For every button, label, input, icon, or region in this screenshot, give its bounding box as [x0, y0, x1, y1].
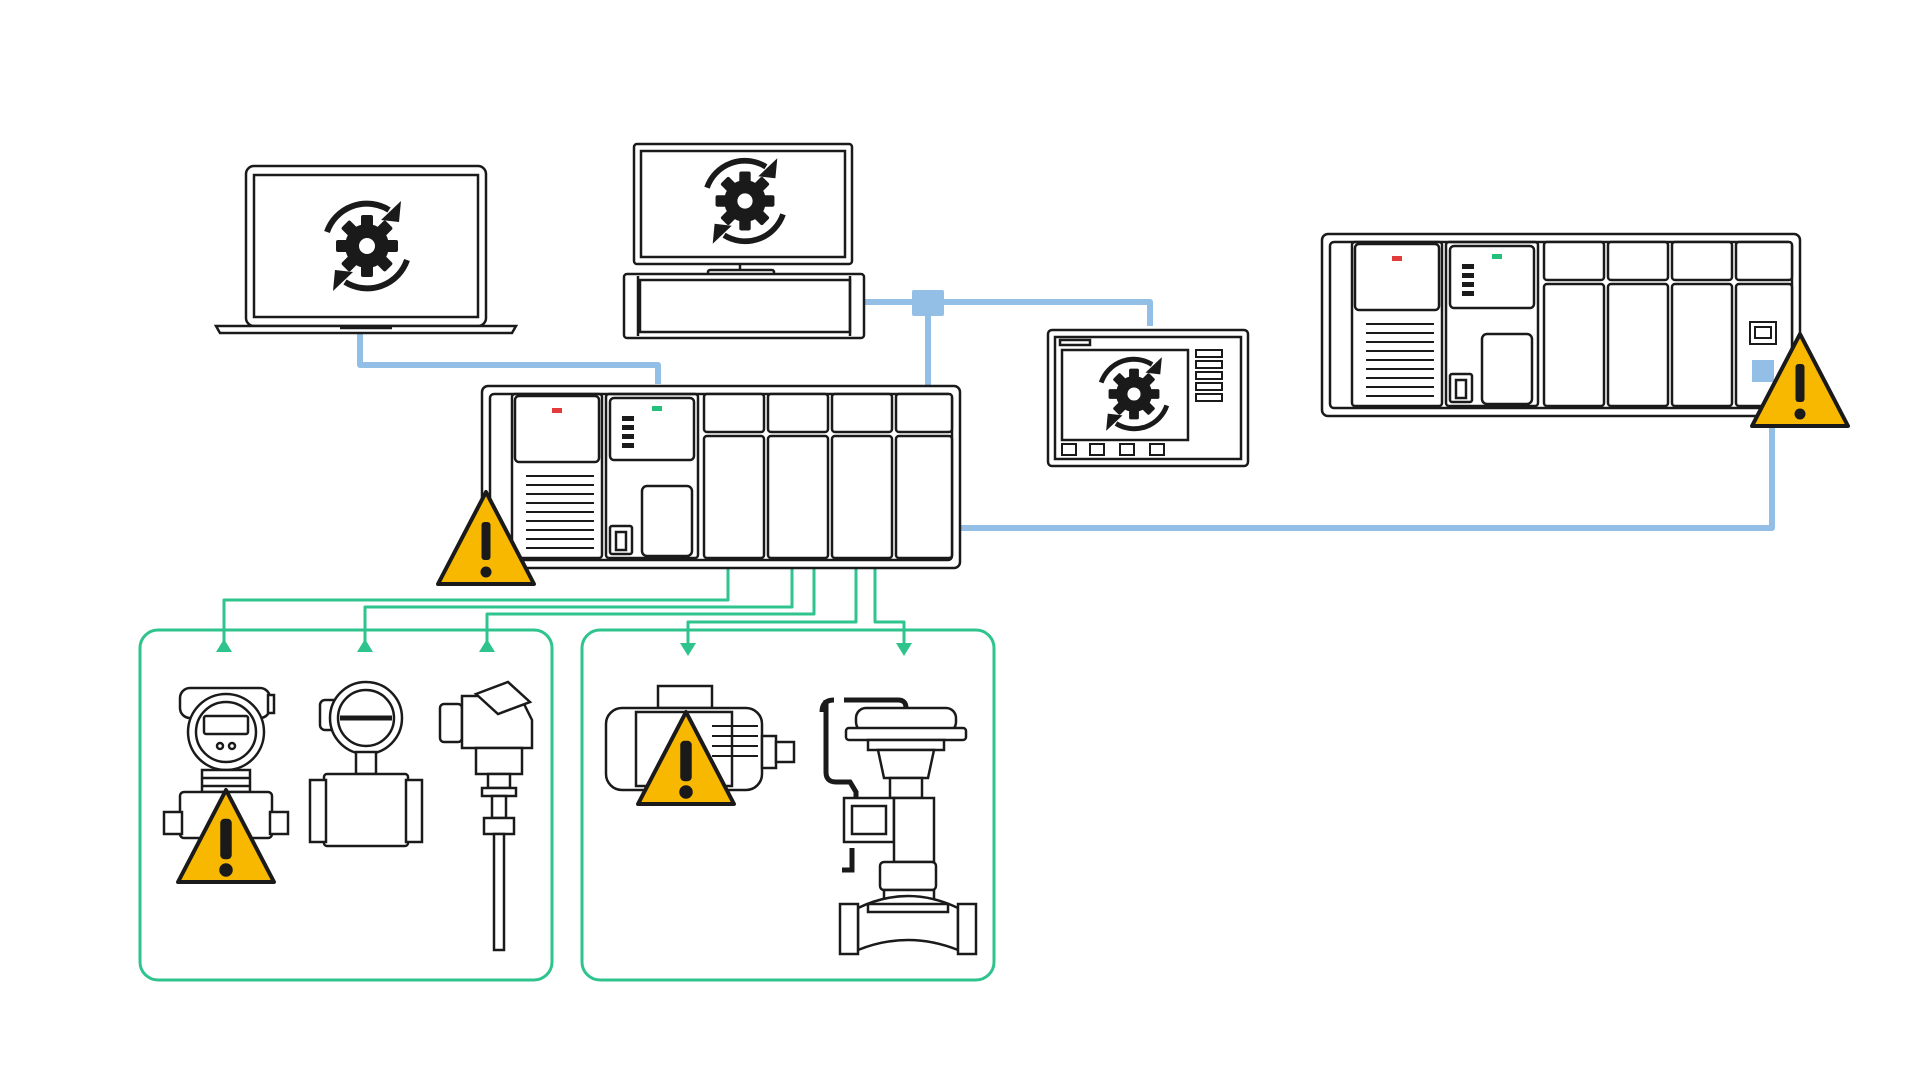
temperature-sensor	[438, 680, 534, 952]
pressure-transmitter	[162, 686, 290, 884]
hmi-panel	[1046, 328, 1250, 468]
laptop	[213, 164, 519, 335]
input-devices-group	[138, 628, 554, 982]
output-devices-group	[580, 628, 996, 982]
electric-motor	[604, 684, 796, 806]
control-valve	[819, 697, 978, 956]
flow-meter	[308, 680, 424, 848]
field-links	[138, 568, 996, 982]
plc-remote	[1320, 232, 1850, 428]
signal-arrows	[216, 639, 912, 656]
desktop-pc	[622, 142, 866, 340]
link-plc-remote	[928, 420, 1775, 531]
link-pc-switch	[862, 299, 1153, 326]
plc-main	[436, 384, 962, 586]
ethernet-port-icon	[1749, 321, 1777, 345]
link-laptop-plc	[357, 326, 661, 384]
